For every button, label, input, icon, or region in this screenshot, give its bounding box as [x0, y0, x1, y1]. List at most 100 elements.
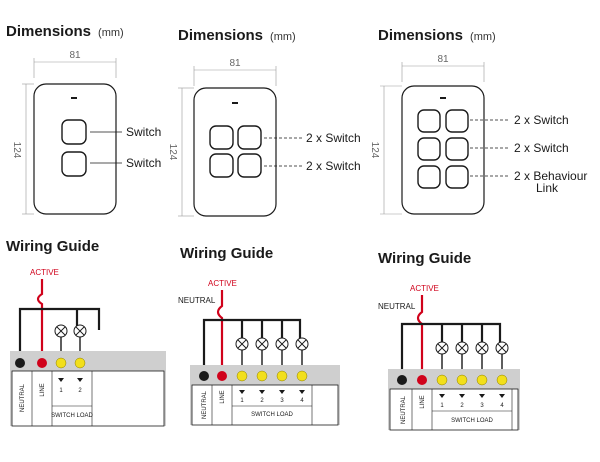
terminal-arrow-icon [499, 394, 505, 398]
height-value: 124 [11, 142, 22, 159]
callout-label: 2 x Switch [306, 131, 361, 145]
width-value: 81 [69, 50, 81, 61]
lamp-cross [457, 343, 467, 353]
load-terminal [55, 357, 67, 369]
line-terminal-label: LINE [220, 390, 226, 403]
load-number: 4 [500, 403, 504, 409]
terminal-arrow-icon [259, 390, 265, 394]
dimensions-title-3: Dimensions (mm) [378, 27, 496, 44]
load-number: 3 [480, 403, 484, 409]
dimensions-title-1: Dimensions (mm) [6, 23, 124, 40]
neutral-wire [18, 307, 101, 361]
switch-button [237, 125, 262, 150]
load-number: 2 [260, 398, 264, 404]
terminal-block [389, 388, 519, 431]
terminal-arrow-icon [77, 378, 83, 382]
callout-label: Switch [126, 125, 161, 139]
switch-button [445, 109, 469, 133]
lamp-cross [497, 343, 507, 353]
switch-button [417, 137, 441, 161]
switch-button [61, 119, 87, 145]
terminal-arrow-icon [299, 390, 305, 394]
wiring-panel-3: Wiring Guide ACTIVE NEUTRAL NEUTRAL LIN [378, 250, 520, 431]
neutral-wire [400, 322, 502, 380]
width-value: 81 [229, 58, 241, 69]
indicator-led [232, 102, 238, 104]
height-value: 124 [369, 142, 380, 159]
load-number: 1 [440, 403, 444, 409]
active-label: ACTIVE [410, 284, 439, 293]
neutral-terminal-label: NEUTRAL [20, 383, 26, 412]
load-number: 1 [240, 398, 244, 404]
width-value: 81 [437, 54, 449, 65]
line-terminal [37, 358, 47, 368]
line-terminal [217, 371, 227, 381]
neutral-label: NEUTRAL [178, 296, 216, 305]
load-number: 2 [460, 403, 464, 409]
load-terminal [74, 357, 86, 369]
terminal-arrow-icon [58, 378, 64, 382]
active-label: ACTIVE [208, 279, 237, 288]
load-number: 3 [280, 398, 284, 404]
lamp-cross [437, 343, 447, 353]
switch-button [417, 165, 441, 189]
load-number: 4 [300, 398, 304, 404]
terminal-block [11, 370, 165, 427]
line-terminal-label: LINE [420, 395, 426, 408]
neutral-wire [202, 318, 302, 376]
load-terminal [496, 374, 508, 386]
callout-label: 2 x Switch [514, 113, 569, 127]
load-terminal [456, 374, 468, 386]
callout-label: Switch [126, 156, 161, 170]
lamp-cross [297, 339, 307, 349]
terminal-arrow-icon [439, 394, 445, 398]
switch-plate [33, 83, 117, 215]
neutral-terminal [397, 375, 407, 385]
lamp-cross [237, 339, 247, 349]
active-label: ACTIVE [30, 268, 59, 277]
load-terminal [476, 374, 488, 386]
line-terminal-label: LINE [40, 383, 46, 396]
switch-button [237, 153, 262, 178]
load-number: 1 [59, 388, 63, 394]
load-terminal [256, 370, 268, 382]
callout-label: Link [536, 181, 559, 195]
switch-button [445, 165, 469, 189]
switch-button [61, 151, 87, 177]
load-terminal [276, 370, 288, 382]
lamp-cross [277, 339, 287, 349]
height-value: 124 [167, 144, 178, 161]
load-number: 2 [78, 388, 82, 394]
neutral-terminal-label: NEUTRAL [202, 390, 208, 419]
indicator-led [440, 97, 446, 99]
active-wire [36, 279, 44, 361]
wiring-title-2: Wiring Guide [180, 245, 273, 262]
dimensions-panel-1: Dimensions (mm) 81 124 Switch Switch [6, 23, 161, 215]
lamp-cross [477, 343, 487, 353]
switch-button [209, 125, 234, 150]
lamp-cross [75, 326, 85, 336]
wiring-panel-1: Wiring Guide ACTIVE NEUTRAL LINE 1 2 SWI… [6, 238, 166, 427]
neutral-terminal [15, 358, 25, 368]
lamp-cross [56, 326, 66, 336]
terminal-arrow-icon [459, 394, 465, 398]
switch-plate [193, 87, 277, 217]
neutral-terminal-label: NEUTRAL [401, 395, 407, 424]
callout-label: 2 x Behaviour [514, 169, 587, 183]
terminal-block [191, 384, 339, 426]
terminal-arrow-icon [239, 390, 245, 394]
switch-plate [401, 85, 485, 215]
switch-button [209, 153, 234, 178]
line-terminal [417, 375, 427, 385]
load-terminal [236, 370, 248, 382]
dimensions-panel-2: Dimensions (mm) 81 124 2 x Switch 2 x Sw… [167, 27, 361, 217]
switch-load-label: SWITCH LOAD [51, 413, 93, 419]
indicator-led [71, 97, 77, 99]
wiring-title-1: Wiring Guide [6, 238, 99, 255]
switch-load-label: SWITCH LOAD [451, 418, 493, 424]
switch-load-label: SWITCH LOAD [251, 412, 293, 418]
dimensions-panel-3: Dimensions (mm) 81 124 2 x Switch 2 x Sw… [369, 27, 587, 215]
callout-label: 2 x Switch [514, 141, 569, 155]
wiring-panel-2: Wiring Guide ACTIVE NEUTRAL NEUTRAL LIN [178, 245, 340, 426]
